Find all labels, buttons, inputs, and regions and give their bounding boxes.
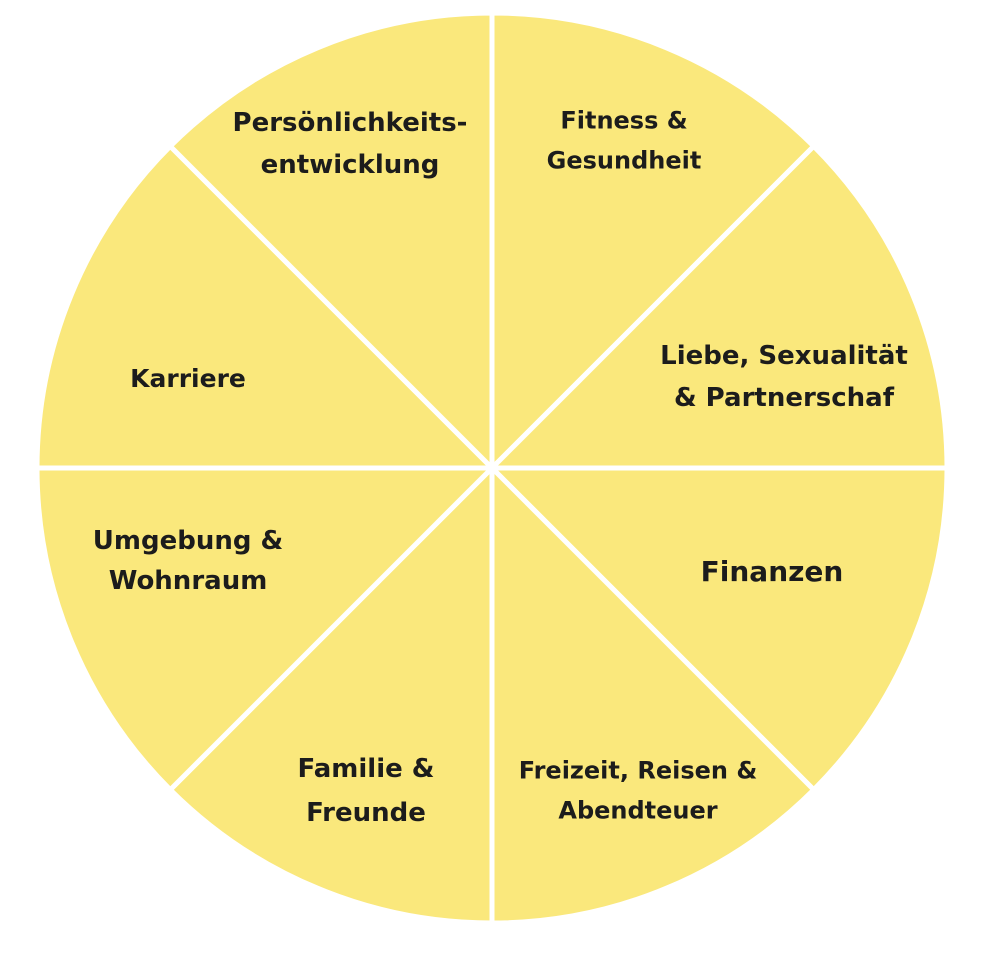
segment-label-line: & Partnerschaf [674, 383, 895, 413]
segment-label-line: Familie & [298, 754, 435, 784]
segment-label-line: Finanzen [701, 555, 844, 588]
wheel-segment-persoenlichkeit [167, 10, 495, 471]
segment-label-liebe: Liebe, Sexualität & Partnerschaf [660, 341, 908, 413]
segment-label-line: Karriere [130, 364, 246, 393]
segment-label-line: Freizeit, Reisen & [519, 756, 758, 784]
wheel-segment-liebe [489, 143, 950, 471]
wheel-segment-finanzen [489, 465, 950, 793]
segment-label-finanzen: Finanzen [701, 555, 844, 588]
segment-label-line: Abendteuer [558, 796, 717, 824]
wheel-segment-familie [167, 465, 495, 926]
segment-label-freizeit: Freizeit, Reisen & Abendteuer [519, 756, 758, 824]
segment-label-umgebung: Umgebung & Wohnraum [93, 526, 283, 596]
wheel-segments [34, 10, 950, 926]
segment-label-line: Fitness & [560, 106, 687, 134]
wheel-segment-karriere [34, 143, 495, 471]
wheel-segment-freizeit [489, 465, 817, 926]
segment-label-line: Wohnraum [109, 566, 268, 596]
wheel-segment-fitness [489, 10, 817, 471]
segment-label-line: Gesundheit [547, 146, 702, 174]
segment-label-karriere: Karriere [130, 364, 246, 393]
segment-label-familie: Familie & Freunde [298, 754, 435, 828]
segment-label-line: Umgebung & [93, 526, 283, 556]
segment-label-fitness: Fitness & Gesundheit [547, 106, 702, 174]
wheel-segment-umgebung [34, 465, 495, 793]
segment-label-line: Persönlichkeits- [233, 108, 468, 138]
segment-label-line: Freunde [306, 798, 426, 828]
segment-label-line: entwicklung [261, 150, 440, 180]
segment-label-line: Liebe, Sexualität [660, 341, 908, 371]
segment-label-persoenlichkeit: Persönlichkeits-entwicklung [233, 108, 468, 180]
